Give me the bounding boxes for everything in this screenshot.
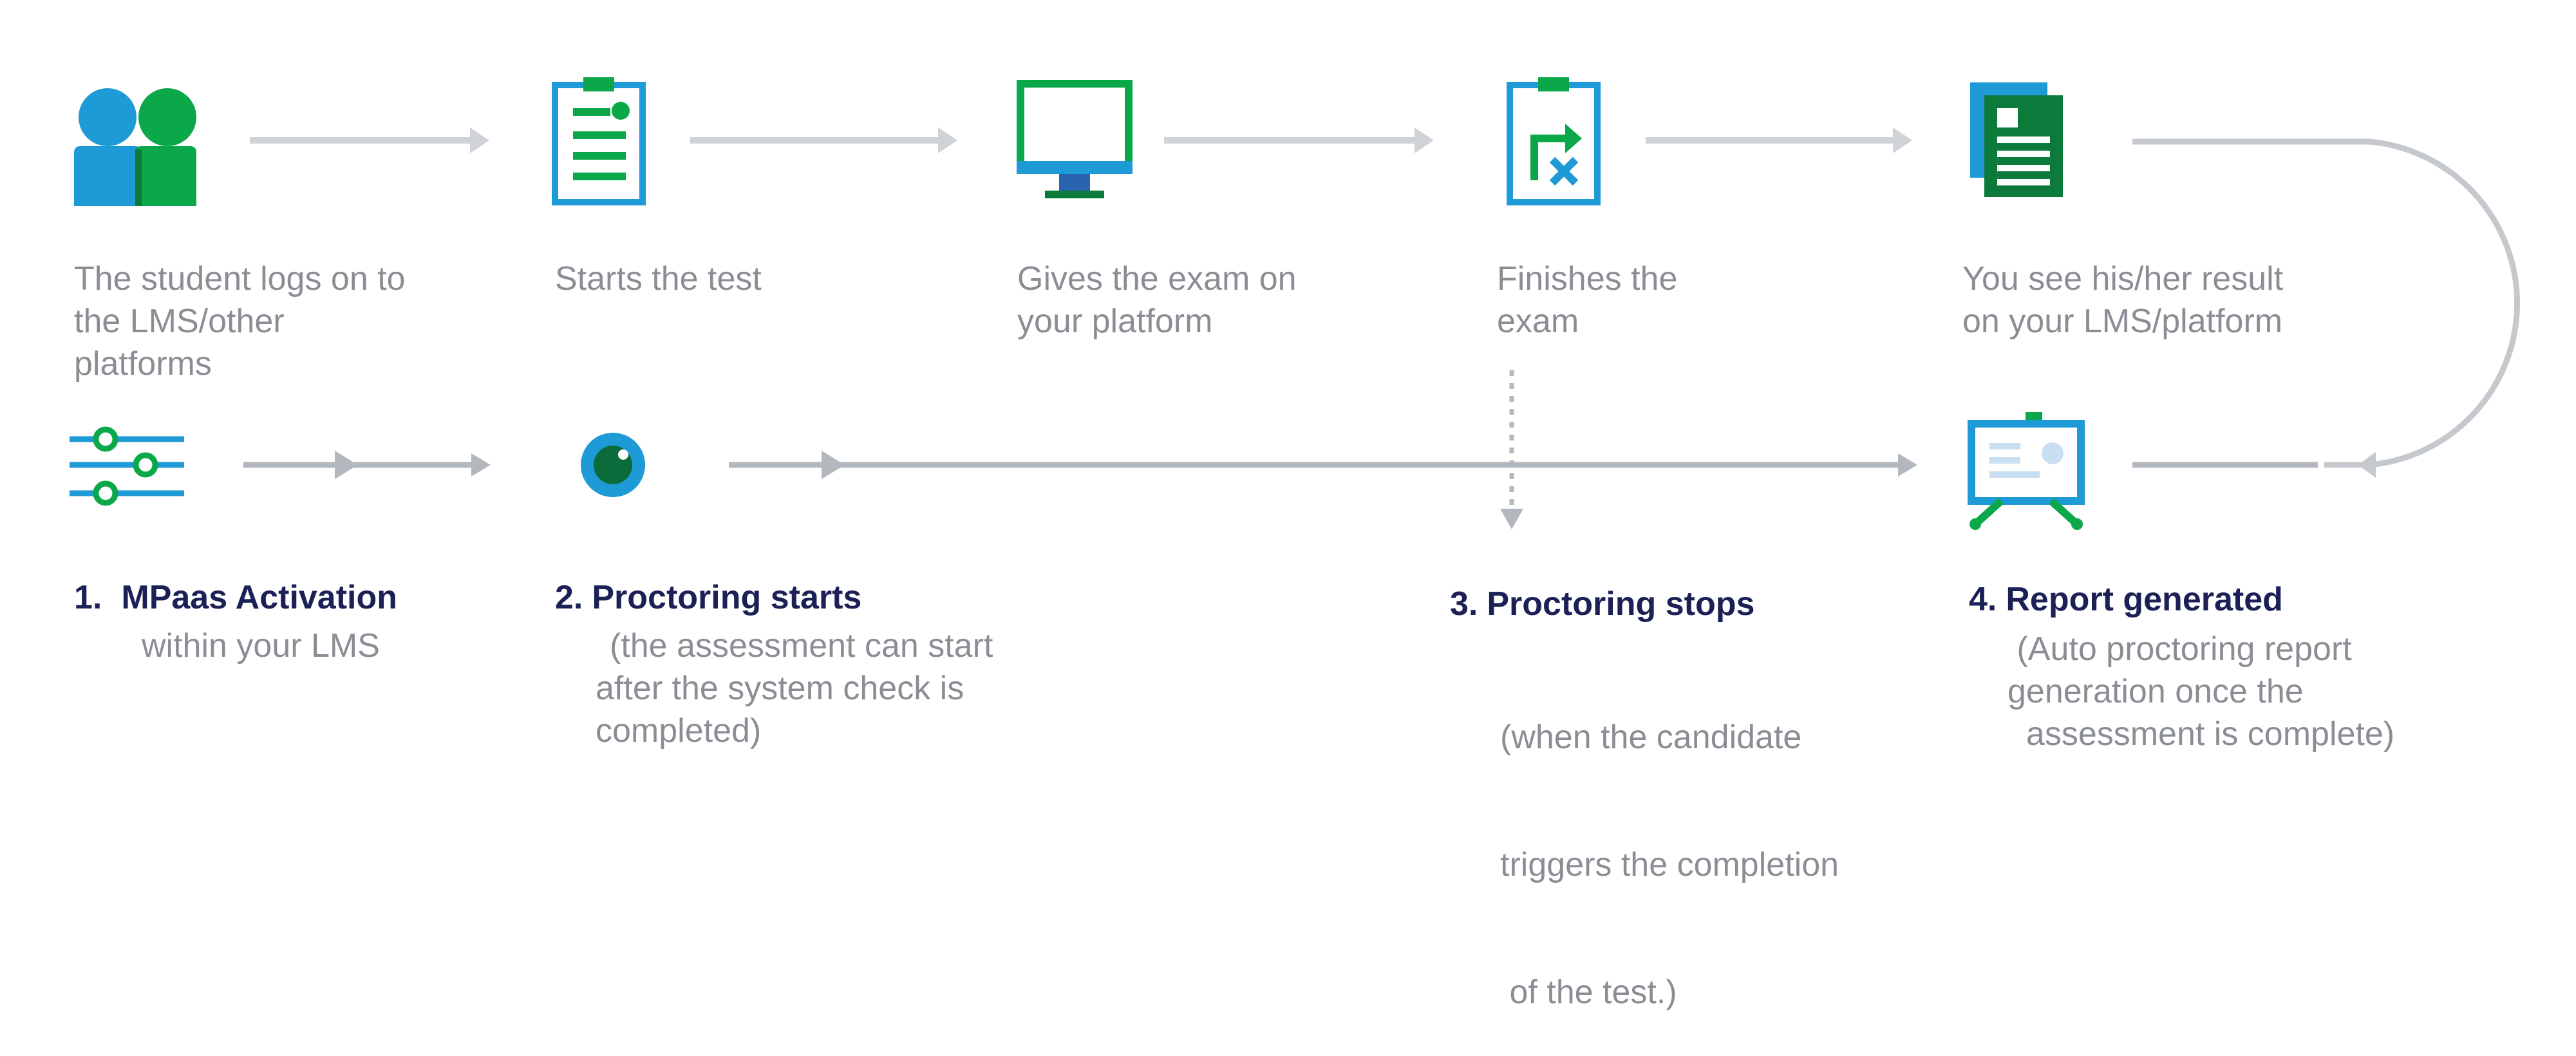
caption-starts-test: Starts the test — [555, 260, 762, 297]
caption-see-result: You see his/her result on your LMS/platf… — [1962, 260, 2284, 340]
step-desc-mpaas-activation: within your LMS — [142, 627, 380, 665]
step-title-report-generated: 4.Report generated — [1969, 581, 2283, 618]
caption-finishes-exam: Finishes the exam — [1497, 260, 1678, 340]
webcam-icon — [581, 433, 645, 497]
monitor-icon — [1017, 80, 1133, 198]
step-desc-report-generated: (Auto proctoring report generation once … — [2007, 630, 2395, 753]
sliders-icon — [70, 426, 184, 506]
return-curve-arrowhead — [2358, 452, 2376, 478]
arrow-monitor-to-finish — [1164, 127, 1434, 153]
arrow-finish-to-result — [1646, 127, 1912, 153]
arrow-activation-to-proctoring — [243, 451, 491, 479]
caption-gives-exam: Gives the exam on your platform — [1017, 260, 1297, 340]
flow-diagram — [70, 77, 2520, 530]
caption-student-logs-on: The student logs on to the LMS/other pla… — [74, 260, 406, 382]
step-title-proctoring-stops: 3.Proctoring stops — [1450, 585, 1755, 623]
clipboard-icon — [552, 77, 646, 205]
finish-exam-icon — [1507, 77, 1601, 205]
result-document-icon — [1970, 82, 2063, 197]
return-curve-connector — [2132, 138, 2520, 468]
step-title-mpaas-activation: 1.MPaas Activation — [74, 579, 398, 616]
report-board-icon — [1968, 412, 2085, 530]
students-icon — [74, 88, 196, 206]
arrow-clipboard-to-monitor — [690, 127, 957, 153]
dotted-arrow-finish-to-stop — [1500, 370, 1523, 529]
step-desc-proctoring-starts: (the assessment can start after the syst… — [596, 627, 993, 750]
step-desc-proctoring-stops: (when the candidate triggers the complet… — [1500, 719, 1839, 1011]
arrow-students-to-clipboard — [250, 127, 489, 153]
step-title-proctoring-starts: 2.Proctoring starts — [555, 579, 862, 616]
arrow-proctoring-to-report — [729, 451, 1917, 479]
